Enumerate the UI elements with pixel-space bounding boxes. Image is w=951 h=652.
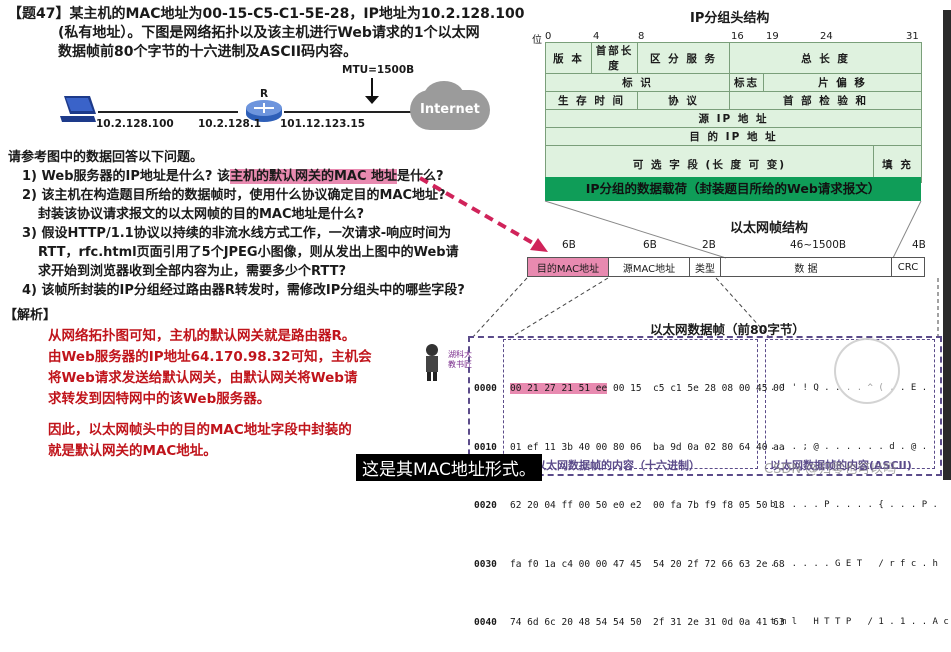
- hex-box: [503, 339, 758, 469]
- sub-intro: 请参考图中的数据回答以下问题。: [8, 150, 204, 165]
- ethernet-title: 以太网帧结构: [730, 221, 809, 236]
- mtu-label: MTU=1500B: [342, 64, 415, 76]
- hex-column: 00 21 27 21 51 ee 00 15 c5 c1 5e 28 08 0…: [510, 340, 785, 652]
- bracket-lines: [544, 200, 922, 259]
- field-ttl: 生 存 时 间: [545, 91, 638, 110]
- hex-row: 62 20 04 ff 00 50 e0 e2 00 fa 7b f9 f8 0…: [510, 500, 785, 511]
- cloud-bump: [424, 81, 464, 111]
- router-ip-out: 101.12.123.15: [280, 118, 366, 130]
- analysis-p1: 从网络拓扑图可知，主机的默认网关就是路由器R。 由Web服务器的IP地址64.1…: [48, 328, 372, 407]
- field-version: 版 本: [545, 42, 592, 74]
- watermark: CSDN @归零也可以吗: [764, 462, 897, 477]
- ip-header-table: 版 本 首部长度 区 分 服 务 总 长 度 标 识 标志 片 偏 移 生 存 …: [545, 42, 922, 183]
- hex-row: 01 ef 11 3b 40 00 80 06 ba 9d 0a 02 80 6…: [510, 441, 785, 453]
- frame-title: 以太网数据帧（前80字节）: [650, 322, 805, 337]
- hex-row: fa f0 1a c4 00 00 47 45 54 20 2f 72 66 6…: [510, 558, 785, 570]
- ethernet-frame-table: 目的MAC地址 源MAC地址 类型 数 据 CRC: [527, 257, 925, 277]
- eth-type: 类型: [689, 257, 721, 277]
- field-src-ip: 源 IP 地 址: [545, 109, 922, 128]
- field-fragment: 片 偏 移: [763, 73, 922, 92]
- eth-dst-mac: 目的MAC地址: [527, 257, 609, 277]
- field-options: 可 选 字 段 (长 度 可 变): [545, 145, 874, 183]
- eth-src-mac: 源MAC地址: [608, 257, 690, 277]
- dashed-arrow: [419, 176, 939, 339]
- router-icon: [246, 100, 282, 122]
- field-padding: 填 充: [873, 145, 922, 183]
- sub-q3: 3) 假设HTTP/1.1协议以持续的非流水线方式工作，一次请求-响应时间为: [22, 226, 452, 241]
- ascii-box: [765, 339, 935, 469]
- router-ip-in: 10.2.128.1: [198, 118, 262, 130]
- field-hlen: 首部长度: [591, 42, 638, 74]
- field-id: 标 识: [545, 73, 730, 92]
- ip-header-title: IP分组头结构: [690, 11, 770, 26]
- field-checksum: 首 部 检 验 和: [729, 91, 922, 110]
- sub-questions: 请参考图中的数据回答以下问题。 1) Web服务器的IP地址是什么? 该主机的默…: [8, 148, 528, 300]
- hex-row: 00 21 27 21 51 ee 00 15 c5 c1 5e 28 08 0…: [510, 383, 785, 394]
- question-line: 【题47】某主机的MAC地址为00-15-C5-C1-5E-28，IP地址为10…: [8, 6, 525, 22]
- highlight-mac: 主机的默认网关的MAC 地址: [229, 169, 398, 184]
- analysis-label: 【解析】: [4, 308, 57, 323]
- frame-dump-box: [468, 336, 942, 476]
- mtu-arrow: [371, 78, 373, 100]
- router-label: R: [260, 88, 269, 100]
- computer-icon: [60, 96, 96, 122]
- arrow-head-icon: [365, 96, 379, 104]
- sub-q4: 4) 该帧所封装的IP分组经过路由器R转发时，需修改IP分组头中的哪些字段?: [22, 283, 465, 298]
- host-ip-label: 10.2.128.100: [96, 118, 174, 130]
- field-tos: 区 分 服 务: [637, 42, 730, 74]
- scrollbar[interactable]: [943, 10, 951, 480]
- question-line: (私有地址）。下图是网络拓扑以及该主机进行Web请求的1个以太网: [58, 25, 480, 41]
- sub-q3c: 求开始到浏览器收到全部内容为止，需要多少个RTT?: [38, 264, 347, 279]
- dst-mac-bytes: 00 21 27 21 51 ee: [510, 383, 608, 394]
- sub-q1: 1) Web服务器的IP地址是什么? 该主机的默认网关的MAC 地址是什么?: [22, 169, 444, 184]
- network-topology: MTU=1500B R Internet 10.2.128.100 10.2.1…: [20, 64, 490, 134]
- link-line: [284, 111, 412, 113]
- hex-row: 74 6d 6c 20 48 54 54 50 2f 31 2e 31 0d 0…: [510, 617, 785, 628]
- question-line: 数据帧前80个字节的十六进制及ASCII码内容。: [58, 44, 358, 60]
- sub-q2b: 封装该协议请求报文的以太网帧的目的MAC地址是什么?: [38, 207, 365, 222]
- analysis-p2: 因此，以太网帧头中的目的MAC地址字段中封装的 就是默认网关的MAC地址。: [48, 422, 352, 459]
- link-line: [98, 111, 238, 113]
- sub-q3b: RTT，rfc.html页面引用了5个JPEG小图像，则从发出上图中的Web请: [38, 245, 459, 260]
- field-dst-ip: 目 的 IP 地 址: [545, 127, 922, 146]
- question-text: 【题47】某主机的MAC地址为00-15-C5-C1-5E-28，IP地址为10…: [8, 5, 528, 62]
- internet-label: Internet: [420, 102, 480, 117]
- ascii-caption: 以太网数据帧的内容(ASCII): [770, 459, 912, 472]
- subtitle-caption: 这是其MAC地址形式。: [356, 454, 542, 481]
- hex-caption: 以太网数据帧的内容（十六进制）: [535, 459, 700, 472]
- ip-payload: IP分组的数据载荷（封装题目所给的Web请求报文）: [545, 177, 921, 201]
- offset-column: 0000 0010 0020 0030 0040: [474, 383, 497, 628]
- teacher-avatar: [426, 344, 438, 381]
- avatar-label: 湖科大教书匠: [448, 350, 472, 369]
- play-icon: [860, 357, 882, 385]
- eth-crc: CRC: [891, 257, 925, 277]
- sub-q2: 2) 该主机在构造题目所给的数据帧时，使用什么协议确定目的MAC地址?: [22, 188, 446, 203]
- field-total-length: 总 长 度: [729, 42, 922, 74]
- play-button[interactable]: [834, 338, 900, 404]
- eth-data: 数 据: [720, 257, 892, 277]
